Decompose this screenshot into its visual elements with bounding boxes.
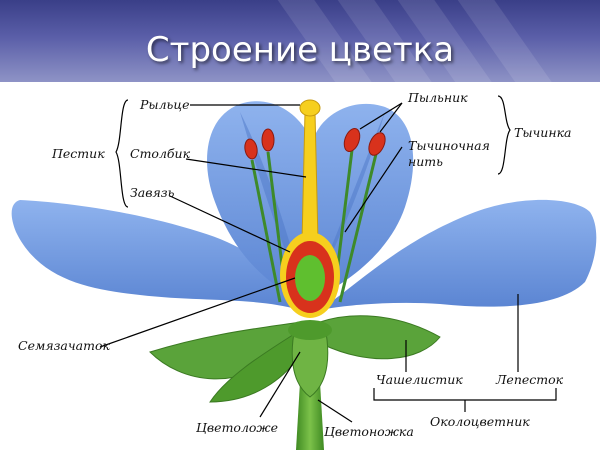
label-pistil: Пестик: [51, 146, 105, 161]
title-banner: Строение цветка: [0, 0, 600, 82]
label-pedicel: Цветоножка: [324, 424, 414, 439]
label-filament-2: нить: [408, 154, 443, 169]
label-stigma: Рыльце: [139, 97, 189, 112]
petal-right: [320, 199, 597, 310]
sepal-right: [319, 315, 441, 360]
filament: [338, 153, 378, 303]
flower-diagram: Рыльце Пыльник Пестик Столбик Тычиночная…: [11, 90, 597, 450]
anther: [343, 127, 361, 153]
label-ovary: Завязь: [130, 185, 175, 200]
label-petal: Лепесток: [495, 372, 564, 387]
stamen-brace: [497, 95, 511, 175]
perianth-bracket: [373, 388, 557, 401]
label-anther: Пыльник: [407, 90, 468, 105]
pedicel-stem: [296, 382, 324, 450]
anther: [244, 138, 258, 160]
label-sepal: Чашелистик: [376, 372, 463, 387]
page-title: Строение цветка: [145, 30, 455, 70]
petal-back-shade-2: [310, 112, 385, 297]
ovule: [295, 255, 325, 301]
pistil-brace: [115, 99, 129, 208]
stigma: [299, 99, 321, 117]
anther: [261, 128, 275, 152]
anther: [368, 132, 386, 156]
label-style: Столбик: [130, 146, 191, 161]
sepal-front: [291, 326, 329, 398]
filament: [250, 159, 282, 303]
label-filament-1: Тычиночная: [408, 138, 490, 153]
label-perianth: Околоцветник: [430, 414, 530, 429]
sepal-left-2: [209, 326, 306, 403]
label-ovule: Семязачаток: [18, 338, 110, 353]
label-stamen: Тычинка: [514, 125, 572, 140]
receptacle: [288, 320, 332, 340]
label-receptacle: Цветоложе: [196, 420, 278, 435]
petal-left: [11, 200, 301, 310]
